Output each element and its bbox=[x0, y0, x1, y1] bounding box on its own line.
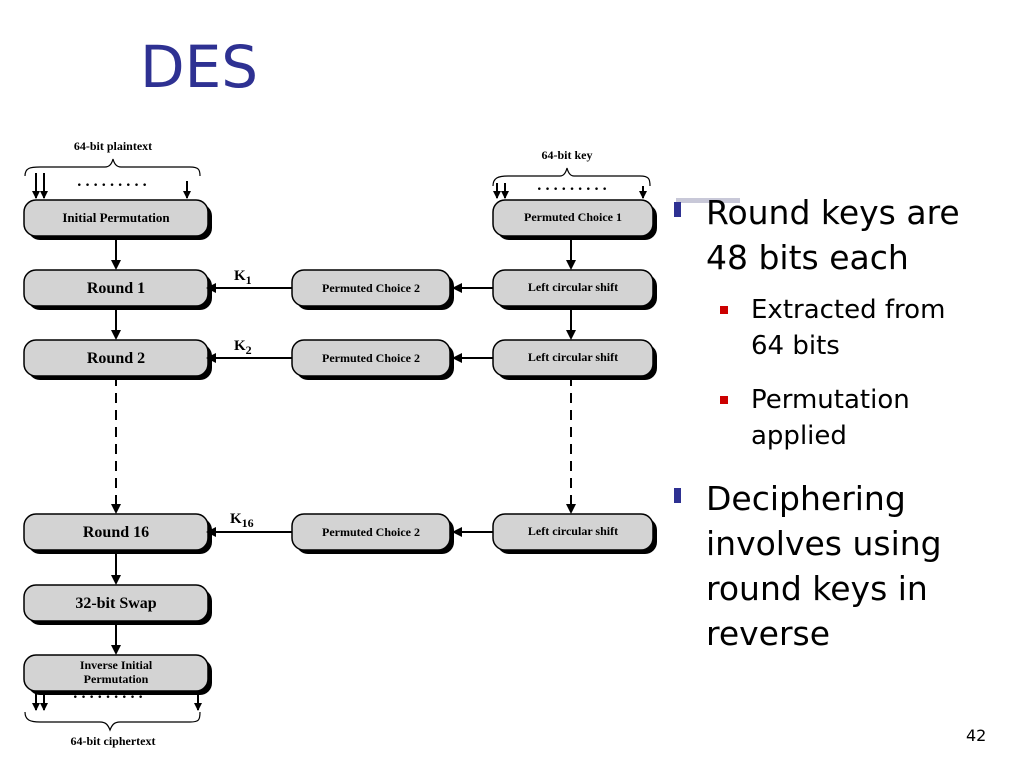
accent-bar bbox=[676, 198, 740, 203]
bullet-text: Round keys are 48 bits each bbox=[706, 193, 960, 277]
slide-title: DES bbox=[140, 33, 259, 101]
svg-text:Permuted Choice 2: Permuted Choice 2 bbox=[322, 351, 420, 365]
bullet-text: Deciphering involves using round keys in… bbox=[706, 479, 942, 653]
permuted-choice-2-box-1: Permuted Choice 2 bbox=[291, 269, 454, 310]
permuted-choice-2-box-16: Permuted Choice 2 bbox=[291, 513, 454, 554]
subbullet-permutation: Permutation applied bbox=[720, 382, 1000, 454]
subbullet-text: Permutation applied bbox=[751, 385, 910, 451]
subbullet-marker bbox=[720, 396, 728, 404]
ciphertext-brace bbox=[24, 711, 201, 732]
bullet-marker bbox=[674, 488, 681, 503]
k1-label: K1 bbox=[234, 268, 252, 287]
ciphertext-dots: • • • • • • • • • bbox=[73, 693, 144, 703]
k2-label: K2 bbox=[234, 338, 252, 357]
svg-text:Permuted Choice 2: Permuted Choice 2 bbox=[322, 525, 420, 539]
svg-text:Initial Permutation: Initial Permutation bbox=[62, 210, 170, 225]
permuted-choice-2-box-2: Permuted Choice 2 bbox=[291, 339, 454, 380]
svg-text:Left circular shift: Left circular shift bbox=[528, 350, 618, 364]
left-circular-shift-16-box: Left circular shift bbox=[492, 513, 657, 554]
round-16-box: Round 16 bbox=[23, 513, 212, 554]
svg-text:Round 1: Round 1 bbox=[87, 280, 145, 297]
swap-box: 32-bit Swap bbox=[23, 584, 212, 625]
svg-text:Permutation: Permutation bbox=[84, 672, 149, 686]
round-1-box: Round 1 bbox=[23, 269, 212, 310]
key-dots: • • • • • • • • • bbox=[537, 185, 608, 195]
bullet-deciphering: Deciphering involves using round keys in… bbox=[674, 476, 996, 656]
left-circular-shift-2-box: Left circular shift bbox=[492, 339, 657, 380]
inverse-initial-permutation-box: Inverse Initial Permutation bbox=[23, 654, 212, 695]
subbullet-text: Extracted from 64 bits bbox=[751, 295, 946, 361]
svg-text:Round 2: Round 2 bbox=[87, 350, 145, 367]
svg-text:Round 16: Round 16 bbox=[83, 524, 149, 541]
svg-text:Inverse Initial: Inverse Initial bbox=[80, 658, 153, 672]
k16-label: K16 bbox=[230, 511, 254, 530]
left-circular-shift-1-box: Left circular shift bbox=[492, 269, 657, 310]
round-2-box: Round 2 bbox=[23, 339, 212, 380]
key-label: 64-bit key bbox=[542, 148, 593, 162]
svg-text:32-bit Swap: 32-bit Swap bbox=[75, 595, 156, 612]
svg-text:Left circular shift: Left circular shift bbox=[528, 280, 618, 294]
subbullet-marker bbox=[720, 306, 728, 314]
svg-text:Permuted Choice 2: Permuted Choice 2 bbox=[322, 281, 420, 295]
bullet-marker bbox=[674, 202, 681, 217]
svg-text:Permuted Choice 1: Permuted Choice 1 bbox=[524, 210, 622, 224]
svg-text:Left circular shift: Left circular shift bbox=[528, 524, 618, 538]
bullet-round-keys: Round keys are 48 bits each bbox=[674, 190, 996, 280]
plaintext-label: 64-bit plaintext bbox=[74, 139, 152, 153]
permuted-choice-1-box: Permuted Choice 1 bbox=[492, 199, 657, 240]
plaintext-dots: • • • • • • • • • bbox=[77, 181, 148, 191]
plaintext-brace bbox=[24, 158, 201, 177]
key-brace bbox=[492, 167, 651, 187]
des-diagram: 64-bit plaintext 64-bit key • • • • • • … bbox=[23, 139, 657, 748]
page-number: 42 bbox=[966, 726, 987, 745]
ciphertext-label: 64-bit ciphertext bbox=[71, 734, 156, 748]
subbullet-extracted: Extracted from 64 bits bbox=[720, 292, 1000, 364]
initial-permutation-box: Initial Permutation bbox=[23, 199, 212, 240]
